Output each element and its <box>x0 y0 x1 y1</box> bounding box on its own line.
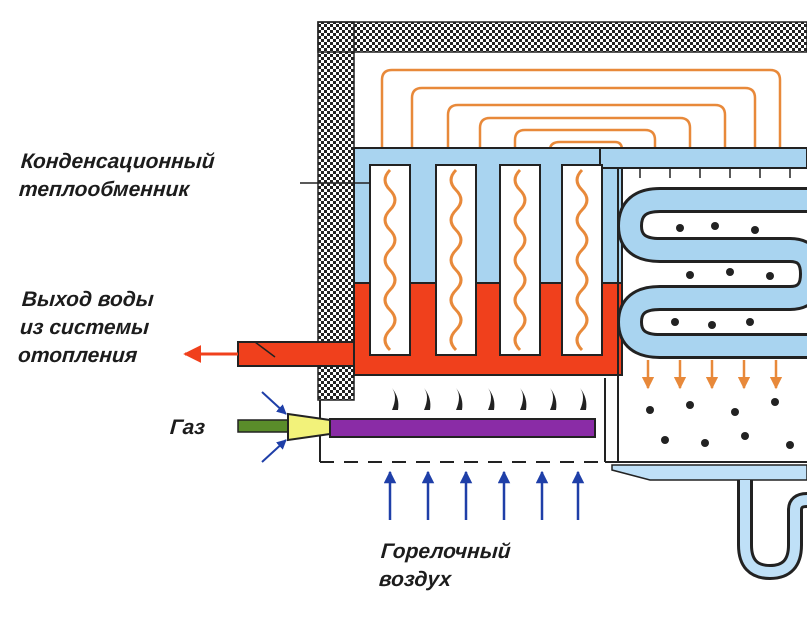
water-outlet-label-line-2: из системы <box>19 316 150 339</box>
water-outlet-label-line-3: отопления <box>17 344 139 367</box>
gas-label: Газ <box>169 414 206 442</box>
water-outlet-pipe <box>183 341 355 367</box>
heat-exchanger <box>353 147 807 376</box>
water-outlet-label: Выход воды из системы отопления <box>17 286 155 370</box>
burner-air-label-line-1: Горелочный <box>380 540 512 563</box>
water-outlet-label-line-1: Выход воды <box>21 288 155 311</box>
heat-exchanger-label-line-1: Конденсационный <box>20 150 216 173</box>
burner-air-label: Горелочный воздух <box>378 538 512 594</box>
condensate-tank <box>611 168 807 581</box>
burner-air-arrows <box>383 470 585 520</box>
flue-gas-tubes <box>380 68 782 165</box>
heat-exchanger-label-line-2: теплообменник <box>18 178 190 201</box>
insulated-casing <box>317 21 807 401</box>
burner-flames <box>392 388 587 410</box>
burner-air-label-line-2: воздух <box>378 568 452 591</box>
gas-inlet <box>237 391 596 463</box>
gas-label-text: Газ <box>169 416 206 439</box>
heat-exchanger-label: Конденсационный теплообменник <box>18 148 216 204</box>
